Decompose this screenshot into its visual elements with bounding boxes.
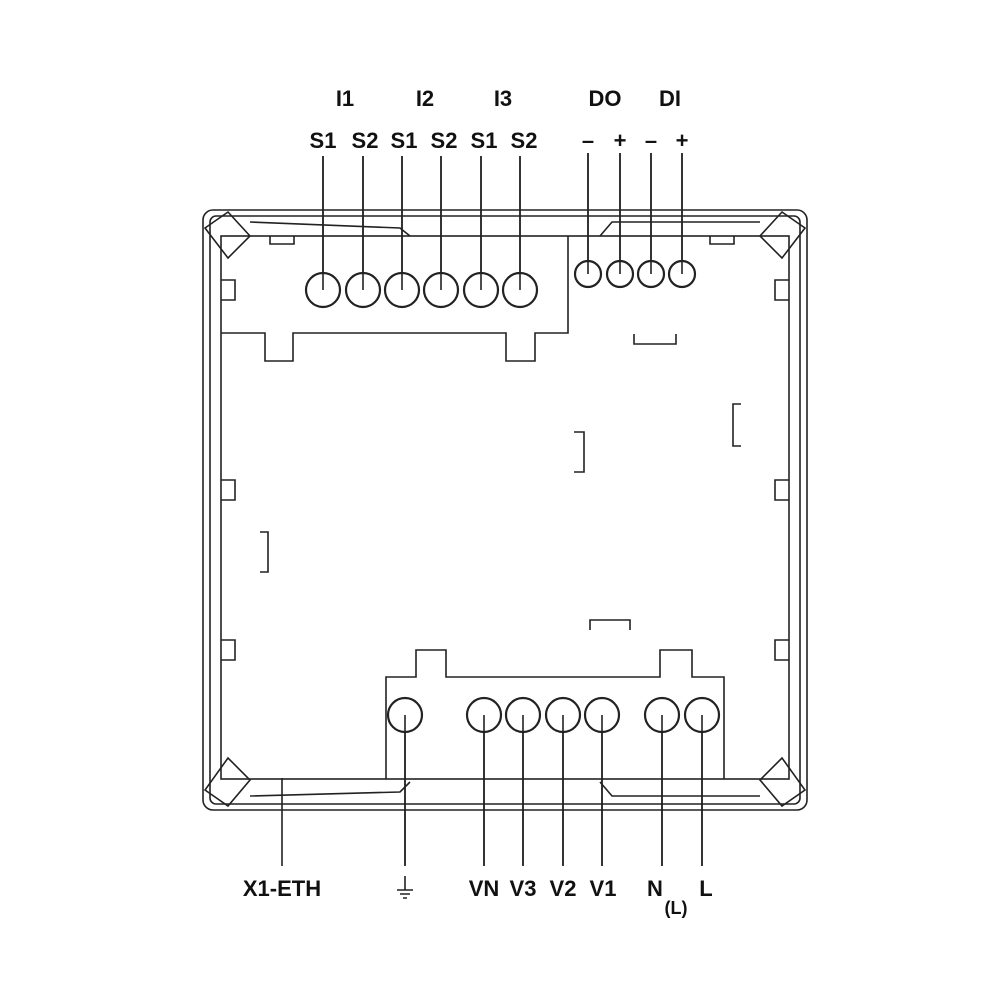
housing bbox=[202, 209, 808, 811]
terminal-label: S1 bbox=[471, 128, 498, 153]
terminal-label: S1 bbox=[391, 128, 418, 153]
terminal-label: S2 bbox=[352, 128, 379, 153]
terminal-label: – bbox=[645, 128, 657, 153]
terminal-label-l: L bbox=[699, 876, 712, 901]
terminal-label-n: N bbox=[647, 876, 663, 901]
terminal-label-v1: V1 bbox=[590, 876, 617, 901]
terminal-label: + bbox=[614, 128, 627, 153]
group-label-i1: I1 bbox=[336, 86, 354, 111]
group-label-do: DO bbox=[589, 86, 622, 111]
group-label-i2: I2 bbox=[416, 86, 434, 111]
eth-label: X1-ETH bbox=[243, 876, 321, 901]
terminal-label: – bbox=[582, 128, 594, 153]
group-label-i3: I3 bbox=[494, 86, 512, 111]
terminal-label-v3: V3 bbox=[510, 876, 537, 901]
terminal-label-v2: V2 bbox=[550, 876, 577, 901]
ground-icon bbox=[397, 876, 413, 899]
terminal-label: S2 bbox=[511, 128, 538, 153]
terminal-label: S1 bbox=[310, 128, 337, 153]
terminal-label-vn: VN bbox=[469, 876, 500, 901]
group-label-di: DI bbox=[659, 86, 681, 111]
terminal-label: + bbox=[676, 128, 689, 153]
terminal-label-n-sub: (L) bbox=[665, 898, 688, 918]
terminal-label: S2 bbox=[431, 128, 458, 153]
